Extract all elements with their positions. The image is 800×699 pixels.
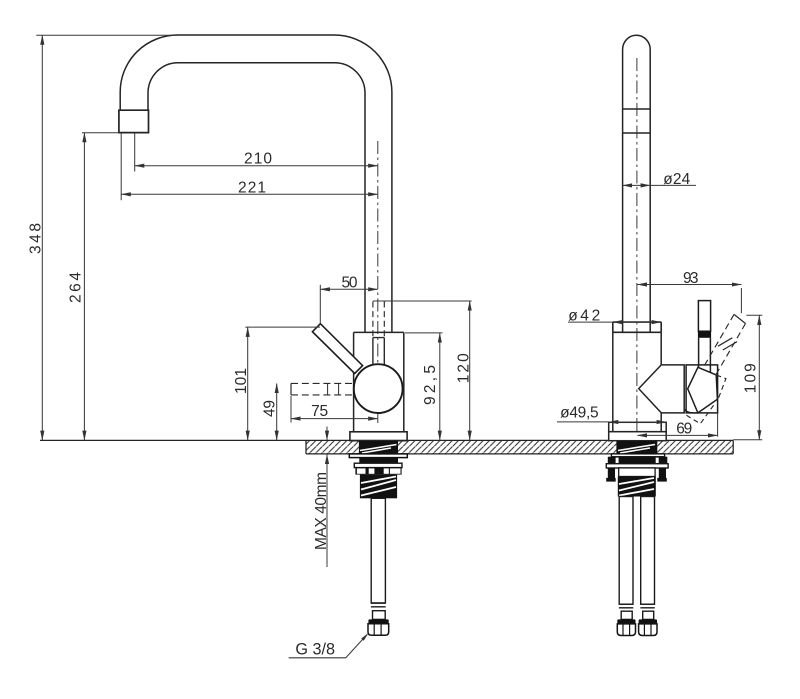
svg-text:50: 50	[342, 275, 358, 292]
svg-text:MAX 40mm: MAX 40mm	[313, 472, 330, 550]
svg-text:264: 264	[67, 272, 84, 303]
svg-text:ø49,5: ø49,5	[560, 405, 599, 422]
svg-text:ø42: ø42	[568, 307, 600, 324]
svg-text:G 3/8: G 3/8	[295, 640, 335, 658]
svg-text:101: 101	[233, 368, 250, 394]
svg-text:92,5: 92,5	[422, 365, 439, 405]
svg-text:348: 348	[28, 223, 45, 254]
svg-text:75: 75	[311, 403, 328, 420]
svg-text:ø24: ø24	[663, 171, 690, 188]
svg-text:221: 221	[238, 179, 266, 196]
svg-text:120: 120	[455, 353, 472, 383]
svg-text:93: 93	[683, 270, 699, 287]
svg-text:69: 69	[676, 420, 692, 437]
svg-text:49: 49	[261, 400, 278, 417]
svg-text:109: 109	[743, 363, 760, 393]
svg-text:210: 210	[244, 150, 272, 167]
